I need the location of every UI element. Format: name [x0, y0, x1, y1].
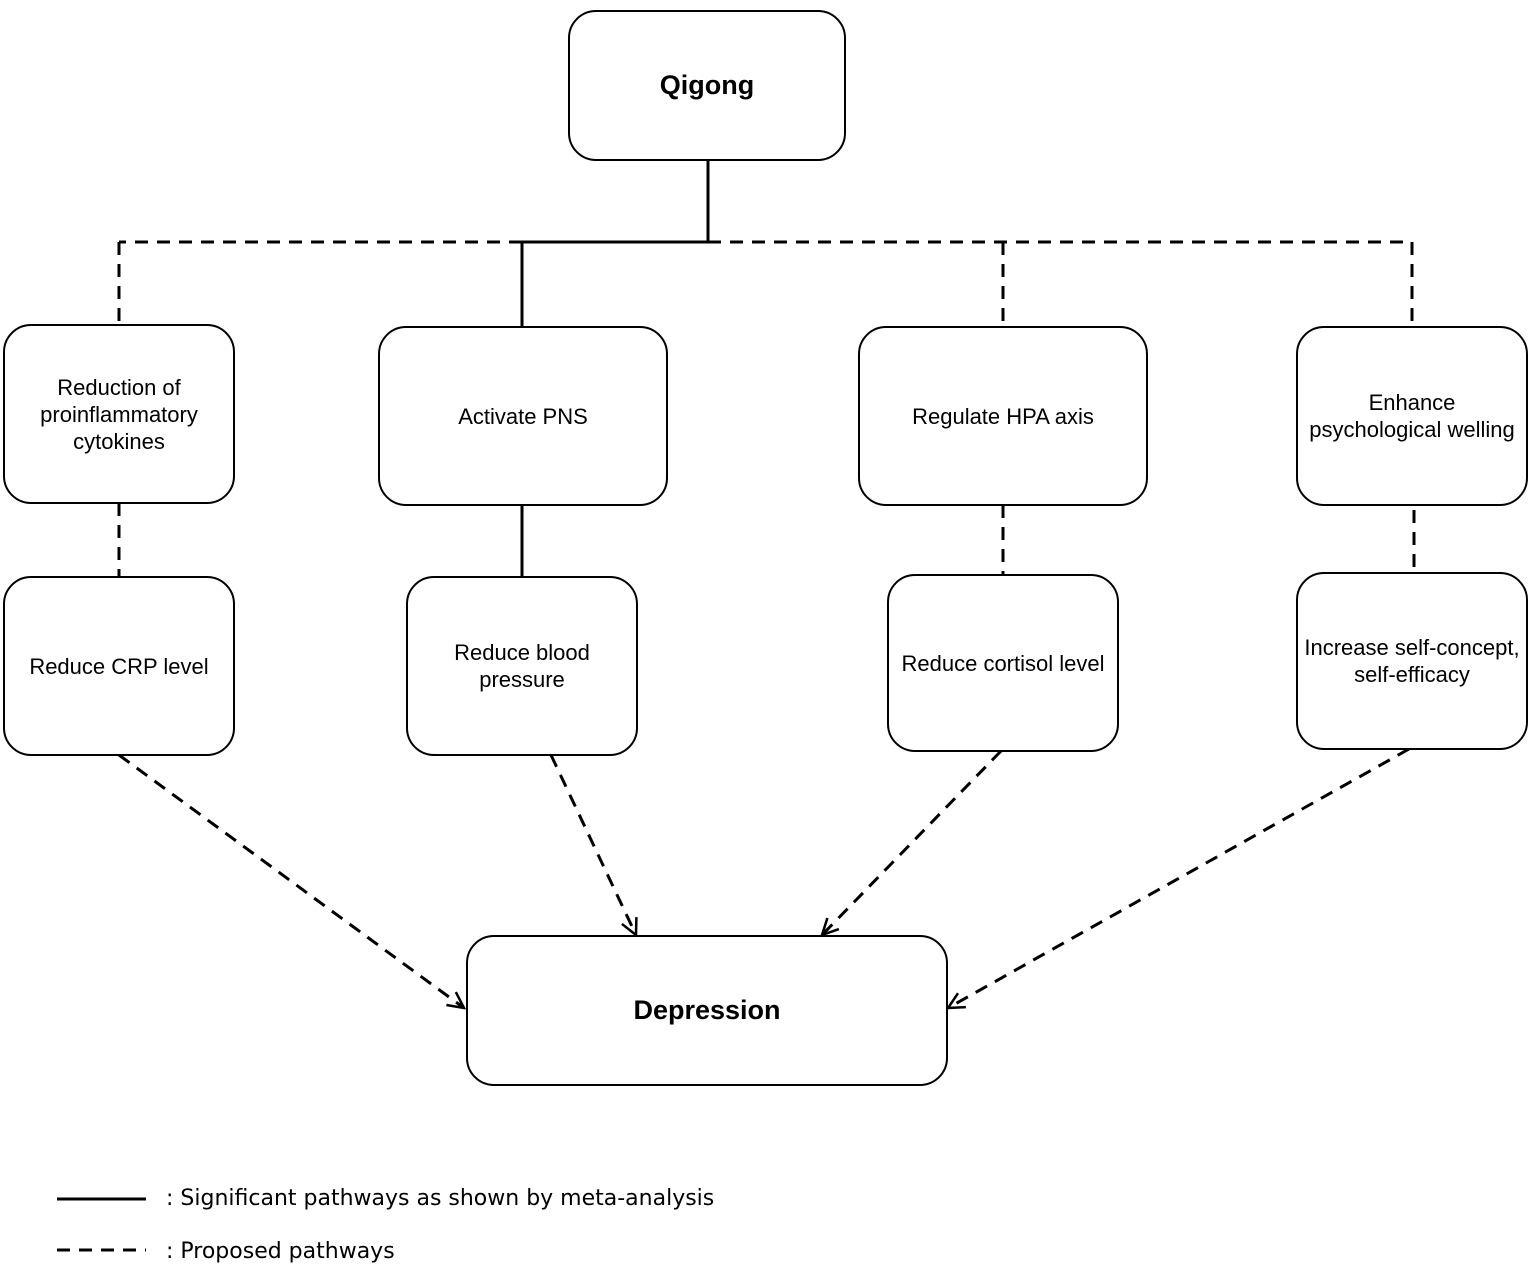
- dashed-arrow-self-to-depression: [948, 747, 1410, 1008]
- dashed-arrow-crp-to-depression: [118, 753, 464, 1008]
- node-enhance-wellbeing: Enhance psychological welling: [1296, 326, 1528, 506]
- node-reduction-cytokines: Reduction of proinflammatory cytokines: [3, 324, 235, 504]
- node-reduce-crp: Reduce CRP level: [3, 576, 235, 756]
- node-reduce-crp-label: Reduce CRP level: [29, 653, 209, 679]
- node-activate-pns: Activate PNS: [378, 326, 668, 506]
- node-reduce-cortisol-label: Reduce cortisol level: [901, 650, 1105, 676]
- node-enhance-wellbeing-label: Enhance psychological welling: [1309, 390, 1515, 442]
- node-reduction-cytokines-label: Reduction of proinflammatory cytokines: [40, 374, 198, 454]
- node-reduce-cortisol: Reduce cortisol level: [887, 574, 1119, 752]
- node-activate-pns-label: Activate PNS: [458, 403, 588, 429]
- legend-solid-label: : Significant pathways as shown by meta-…: [166, 1186, 715, 1211]
- node-increase-self-concept: Increase self-concept, self-efficacy: [1296, 572, 1528, 750]
- node-depression: Depression: [466, 935, 948, 1086]
- node-regulate-hpa: Regulate HPA axis: [858, 326, 1148, 506]
- node-qigong-label: Qigong: [659, 70, 755, 100]
- node-reduce-blood-pressure-label: Reduce blood pressure: [454, 640, 590, 692]
- dashed-arrow-bp-to-depression: [549, 754, 636, 935]
- legend-dashed-label: : Proposed pathways: [166, 1239, 395, 1264]
- node-reduce-blood-pressure: Reduce blood pressure: [406, 576, 638, 756]
- node-increase-self-concept-label: Increase self-concept, self-efficacy: [1304, 635, 1520, 687]
- dashed-arrow-cortisol-to-depression: [822, 749, 1003, 935]
- node-depression-label: Depression: [633, 995, 781, 1025]
- node-qigong: Qigong: [568, 10, 846, 161]
- node-regulate-hpa-label: Regulate HPA axis: [912, 403, 1094, 429]
